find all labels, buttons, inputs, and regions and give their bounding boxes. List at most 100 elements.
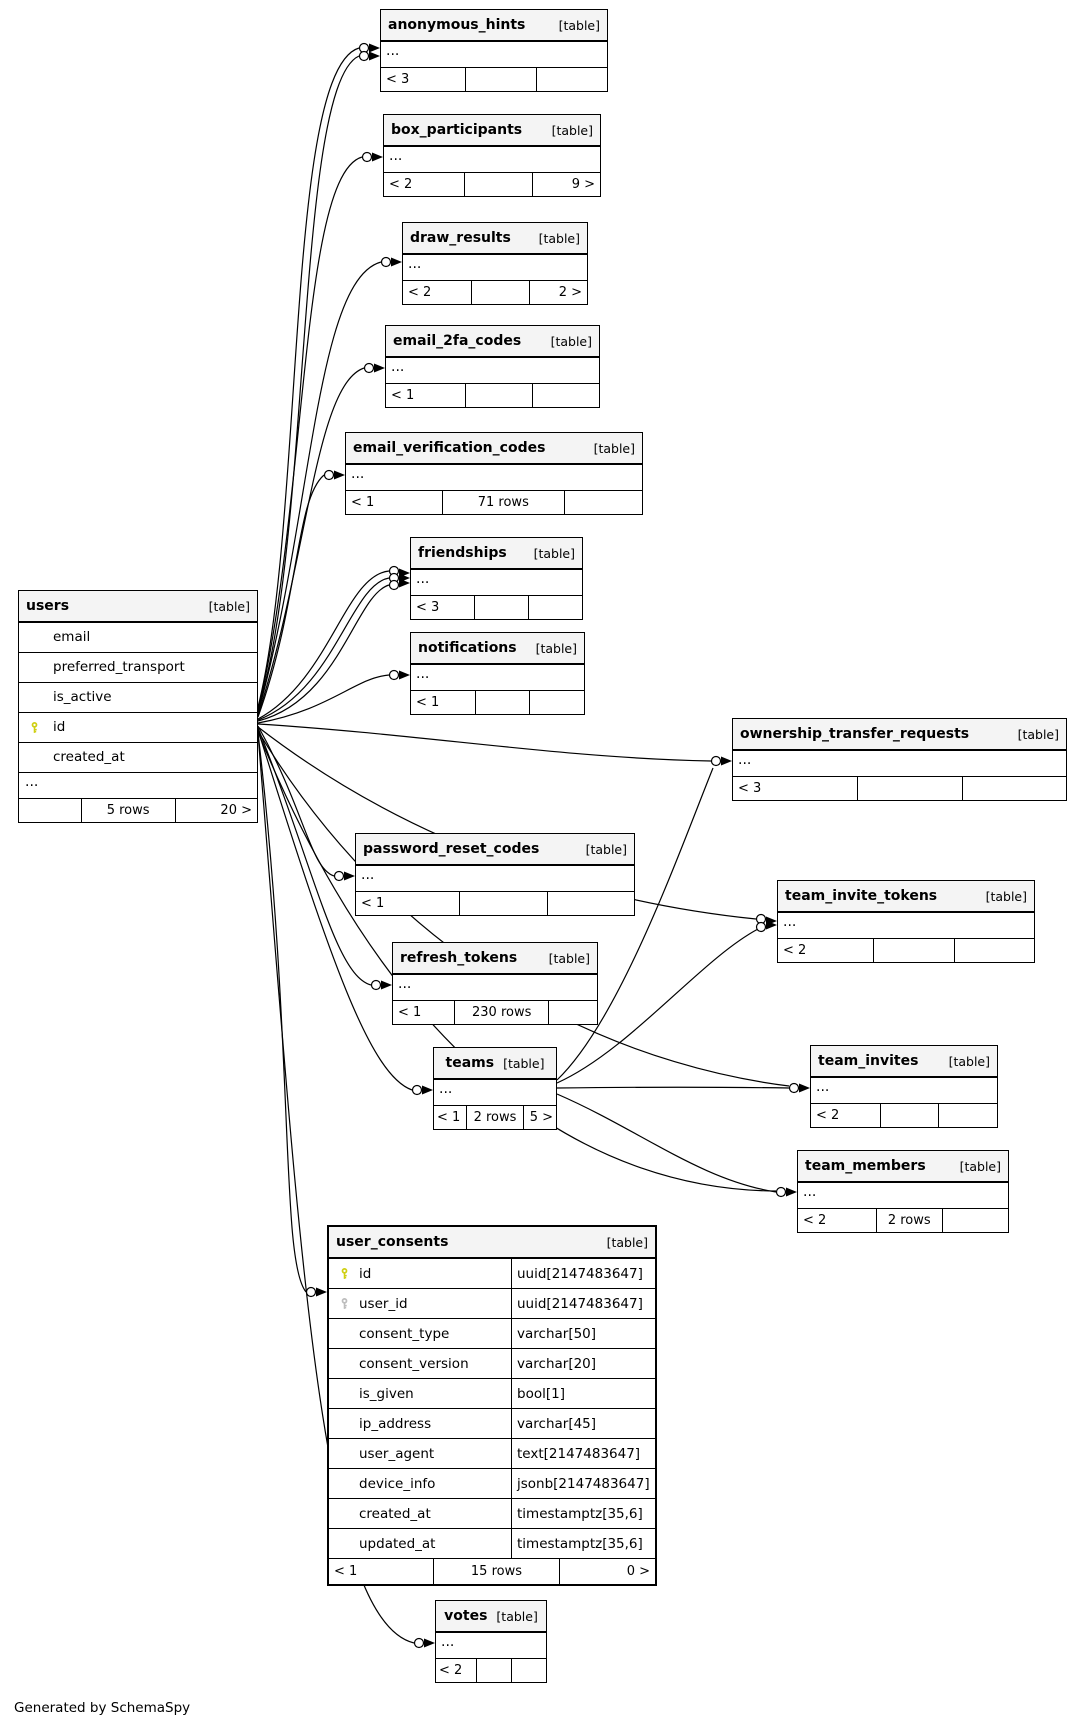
column-created-at: created_at: [19, 743, 257, 773]
footer-parents: < 3: [416, 600, 440, 615]
entity-title[interactable]: friendships: [418, 545, 507, 561]
entity-title[interactable]: notifications: [418, 640, 517, 656]
entity-users[interactable]: users [table] email preferred_transport …: [18, 590, 258, 823]
entity-box-participants[interactable]: box_participants [table] ... < 2 9 >: [383, 114, 601, 197]
entity-title[interactable]: ownership_transfer_requests: [740, 726, 970, 742]
footer-rowcount: [463, 173, 533, 196]
entity-team-invites[interactable]: team_invites [table] ... < 2: [810, 1045, 998, 1128]
entity-title[interactable]: votes: [444, 1608, 488, 1624]
primary-key-icon: [341, 1267, 347, 1279]
entity-title[interactable]: team_invite_tokens: [785, 888, 938, 904]
entity-title[interactable]: email_2fa_codes: [393, 333, 522, 349]
footer-parents: < 2: [439, 1663, 463, 1678]
entity-header: refresh_tokens [table]: [393, 943, 597, 975]
entity-ownership-transfer-requests[interactable]: ownership_transfer_requests [table] ... …: [732, 718, 1067, 801]
entity-team-members[interactable]: team_members [table] ... < 2 2 rows: [797, 1150, 1009, 1233]
entity-header: notifications [table]: [411, 633, 584, 665]
footer-children: 0 >: [626, 1564, 650, 1579]
entity-title[interactable]: refresh_tokens: [400, 950, 518, 966]
entity-footer: < 3: [733, 777, 1066, 800]
column-type: timestamptz[35,6]: [511, 1529, 655, 1558]
footer-rowcount: [470, 281, 530, 304]
column-row-created-at: created_at timestamptz[35,6]: [329, 1499, 655, 1529]
entity-header: box_participants [table]: [384, 115, 600, 147]
footer-children: [939, 1104, 997, 1127]
entity-team-invite-tokens[interactable]: team_invite_tokens [table] ... < 2: [777, 880, 1035, 963]
footer-rowcount: [464, 68, 537, 91]
footer-children: 2 >: [558, 285, 583, 300]
footer-children: 5 >: [529, 1110, 553, 1125]
column-id-primary-key: id: [19, 713, 257, 743]
entity-title[interactable]: password_reset_codes: [363, 841, 540, 857]
entity-teams[interactable]: teams [table] ... < 1 2 rows 5 >: [433, 1047, 557, 1130]
column-name: user_agent: [359, 1445, 435, 1462]
entity-header: ownership_transfer_requests [table]: [733, 719, 1066, 751]
column-name: updated_at: [359, 1535, 436, 1552]
columns-ellipsis: ...: [386, 358, 599, 384]
entity-title[interactable]: box_participants: [391, 122, 523, 138]
columns-ellipsis: ...: [778, 913, 1034, 939]
columns-ellipsis: ...: [436, 1633, 546, 1659]
footer-rowcount: [464, 384, 533, 407]
footer-parents: < 2: [783, 943, 807, 958]
entity-header: friendships [table]: [411, 538, 582, 570]
footer-parents: < 2: [816, 1108, 840, 1123]
entity-refresh-tokens[interactable]: refresh_tokens [table] ... < 1 230 rows: [392, 942, 598, 1025]
entity-footer: < 2: [436, 1659, 546, 1682]
entity-type-tag: [table]: [606, 1234, 648, 1250]
footer-children: [533, 384, 599, 407]
entity-title[interactable]: team_members: [805, 1158, 926, 1174]
entity-notifications[interactable]: notifications [table] ... < 1: [410, 632, 585, 715]
entity-title[interactable]: users: [26, 598, 70, 614]
entity-title[interactable]: teams: [445, 1055, 495, 1071]
entity-header: email_2fa_codes [table]: [386, 326, 599, 358]
column-row-device-info: device_info jsonb[2147483647]: [329, 1469, 655, 1499]
entity-anonymous-hints[interactable]: anonymous_hints [table] ... < 3: [380, 9, 608, 92]
entity-type-tag: [table]: [558, 17, 600, 33]
column-is-active: is_active: [19, 683, 257, 713]
column-type: text[2147483647]: [511, 1439, 655, 1468]
footer-parents: < 1: [334, 1564, 358, 1579]
entity-title[interactable]: draw_results: [410, 230, 511, 246]
footer-children: [529, 596, 582, 619]
entity-footer: < 1 15 rows 0 >: [329, 1559, 655, 1584]
entity-title[interactable]: email_verification_codes: [353, 440, 546, 456]
footer-children: [537, 68, 607, 91]
entity-email-verification-codes[interactable]: email_verification_codes [table] ... < 1…: [345, 432, 643, 515]
column-row-user-id: user_id uuid[2147483647]: [329, 1289, 655, 1319]
footer-rowcount: 71 rows: [441, 491, 565, 514]
column-type: bool[1]: [511, 1379, 655, 1408]
entity-title[interactable]: user_consents: [336, 1234, 449, 1250]
footer-parents: < 3: [386, 72, 410, 87]
columns-ellipsis: ...: [384, 147, 600, 173]
columns-ellipsis: ...: [811, 1078, 997, 1104]
entity-header: draw_results [table]: [403, 223, 587, 255]
column-row-consent-type: consent_type varchar[50]: [329, 1319, 655, 1349]
entity-votes[interactable]: votes [table] ... < 2: [435, 1600, 547, 1683]
footer-parents: < 3: [738, 781, 762, 796]
entity-email-2fa-codes[interactable]: email_2fa_codes [table] ... < 1: [385, 325, 600, 408]
entity-user-consents[interactable]: user_consents [table] id uuid[2147483647…: [327, 1225, 657, 1586]
footer-children: [963, 777, 1066, 800]
entity-type-tag: [table]: [208, 598, 250, 614]
column-name: consent_version: [359, 1355, 469, 1372]
footer-parents: < 2: [408, 285, 432, 300]
entity-draw-results[interactable]: draw_results [table] ... < 2 2 >: [402, 222, 588, 305]
column-type: timestamptz[35,6]: [511, 1499, 655, 1528]
entity-footer: < 1 230 rows: [393, 1001, 597, 1024]
entity-header: teams [table]: [434, 1048, 556, 1080]
column-row-id: id uuid[2147483647]: [329, 1259, 655, 1289]
footer-children: [548, 892, 634, 915]
entity-type-tag: [table]: [959, 1158, 1001, 1174]
entity-title[interactable]: anonymous_hints: [388, 17, 526, 33]
entity-footer: < 3: [381, 68, 607, 91]
column-type: uuid[2147483647]: [511, 1259, 655, 1288]
entity-password-reset-codes[interactable]: password_reset_codes [table] ... < 1: [355, 833, 635, 916]
footer-children: [530, 691, 584, 714]
entity-title[interactable]: team_invites: [818, 1053, 919, 1069]
entity-friendships[interactable]: friendships [table] ... < 3: [410, 537, 583, 620]
columns-ellipsis: ...: [403, 255, 587, 281]
column-row-is-given: is_given bool[1]: [329, 1379, 655, 1409]
foreign-key-icon: [341, 1297, 347, 1309]
